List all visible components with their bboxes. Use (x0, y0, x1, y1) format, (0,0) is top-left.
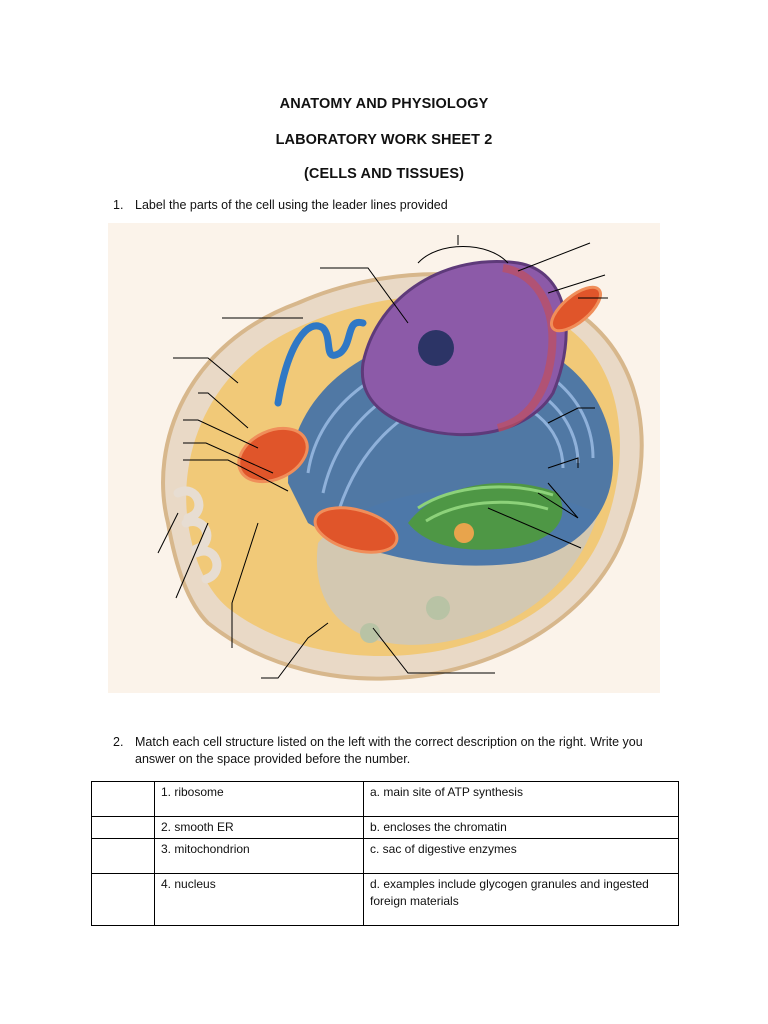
microvilli (173, 486, 222, 584)
leader-line (417, 235, 509, 264)
golgi-apparatus (408, 483, 563, 550)
smooth-er (274, 318, 367, 407)
vesicle-3 (454, 523, 474, 543)
mitochondrion-2 (313, 506, 399, 554)
structure-cell: 3. mitochondrion (154, 838, 364, 874)
nucleus (360, 260, 568, 437)
leader-line (547, 457, 579, 469)
leader-line (198, 392, 249, 429)
description-cell: a. main site of ATP synthesis (363, 781, 679, 817)
answer-blank[interactable] (91, 838, 155, 874)
structure-cell: 4. nucleus (154, 873, 364, 926)
question-2-text-line-2: answer on the space provided before the … (135, 752, 411, 766)
description-line-2: foreign materials (370, 894, 459, 908)
description-line-1: d. examples include glycogen granules an… (370, 877, 649, 891)
worksheet-title-1: ANATOMY AND PHYSIOLOGY (279, 96, 489, 112)
leader-line (547, 274, 606, 294)
nucleolus (418, 330, 454, 366)
question-1-text: Label the parts of the cell using the le… (135, 198, 448, 212)
golgi-stack-1 (417, 485, 554, 510)
leader-line (157, 512, 179, 554)
leader-line (261, 622, 329, 679)
description-cell: d. examples include glycogen granules an… (363, 873, 679, 926)
nuclear-envelope (496, 264, 557, 432)
leader-line (320, 267, 409, 324)
leader-line (175, 522, 209, 599)
question-1-number: 1. (113, 198, 124, 212)
question-2-text-line-1: Match each cell structure listed on the … (135, 735, 643, 749)
question-2: 2. Match each cell structure listed on t… (113, 734, 693, 770)
description-cell: b. encloses the chromatin (363, 816, 679, 839)
description-cell: c. sac of digestive enzymes (363, 838, 679, 874)
answer-blank[interactable] (91, 816, 155, 839)
worksheet-title-3: (CELLS AND TISSUES) (303, 166, 465, 182)
leader-line (173, 357, 239, 384)
answer-blank[interactable] (91, 781, 155, 817)
leader-line (372, 627, 495, 674)
table-row: 3. mitochondrion c. sac of digestive enz… (91, 838, 679, 874)
leader-line (183, 419, 259, 449)
answer-blank[interactable] (91, 873, 155, 926)
structure-cell: 2. smooth ER (154, 816, 364, 839)
vesicle-1 (426, 596, 450, 620)
table-row: 1. ribosome a. main site of ATP synthesi… (91, 781, 679, 817)
leader-line (517, 242, 591, 272)
leader-lines (157, 235, 608, 679)
mitochondrion-1 (237, 426, 309, 484)
leader-line (537, 482, 579, 519)
question-2-number: 2. (113, 735, 124, 749)
table-row: 2. smooth ER b. encloses the chromatin (91, 816, 679, 839)
structure-cell: 1. ribosome (154, 781, 364, 817)
leader-line (547, 407, 595, 424)
table-row: 4. nucleus d. examples include glycogen … (91, 873, 679, 926)
vesicle-2 (360, 623, 380, 643)
leader-line (183, 442, 274, 474)
leader-line (183, 459, 289, 492)
golgi-stack-2 (425, 500, 549, 523)
leader-line (231, 522, 259, 648)
matching-table: 1. ribosome a. main site of ATP synthesi… (91, 781, 679, 926)
cell-diagram (108, 223, 660, 693)
leader-line (487, 507, 582, 549)
question-1: 1. Label the parts of the cell using the… (113, 197, 673, 215)
worksheet-title-2: LABORATORY WORK SHEET 2 (275, 132, 493, 148)
